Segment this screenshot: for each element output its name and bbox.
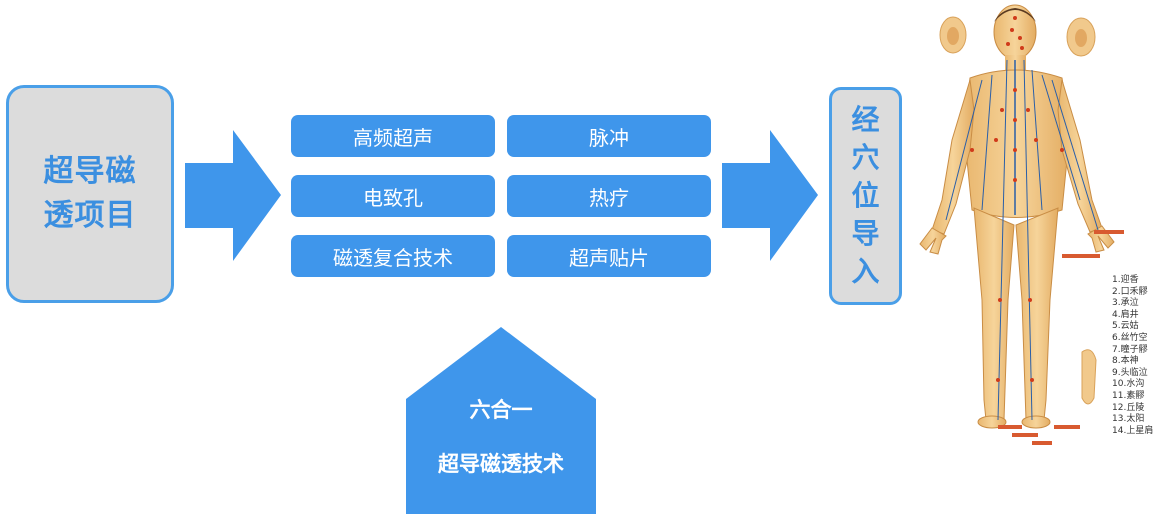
legend-item: 12.丘陵 bbox=[1112, 402, 1145, 413]
right-arrow-icon bbox=[185, 130, 281, 261]
combined-line-1: 六合一 bbox=[469, 398, 533, 422]
acupuncture-body-figure bbox=[919, 4, 1124, 445]
technique-item: 电致孔 bbox=[291, 175, 495, 217]
legend-item: 13.太阳 bbox=[1112, 414, 1145, 425]
legend-item: 5.云姑 bbox=[1112, 321, 1139, 332]
right-arrow-icon bbox=[722, 130, 818, 261]
legend-item: 1.迎香 bbox=[1112, 275, 1139, 285]
legend-item: 3.承泣 bbox=[1112, 298, 1139, 309]
legend-item: 8.本神 bbox=[1112, 356, 1139, 367]
target-box: 经穴位导入 bbox=[829, 87, 902, 305]
legend-item: 9.头临泣 bbox=[1112, 367, 1148, 378]
technique-item: 超声贴片 bbox=[507, 235, 711, 277]
target-label: 经穴位导入 bbox=[851, 103, 880, 288]
combined-line-2: 超导磁透技术 bbox=[438, 452, 564, 476]
combined-tech-text: 六合一 超导磁透技术 bbox=[406, 395, 596, 479]
technique-grid: 高频超声 脉冲 电致孔 热疗 磁透复合技术 超声贴片 bbox=[291, 115, 711, 277]
ear-icon bbox=[939, 16, 967, 54]
legend-item: 2.口禾髎 bbox=[1112, 286, 1148, 297]
technique-item: 磁透复合技术 bbox=[291, 235, 495, 277]
project-title-line-1: 超导磁 bbox=[43, 154, 137, 189]
legend-item: 14.上星肩 bbox=[1112, 425, 1153, 436]
technique-item: 热疗 bbox=[507, 175, 711, 217]
technique-item: 脉冲 bbox=[507, 115, 711, 157]
legend-item: 10.水沟 bbox=[1112, 379, 1145, 390]
ear-icon bbox=[1066, 17, 1096, 57]
technique-item: 高频超声 bbox=[291, 115, 495, 157]
legend-item: 7.瞳子髎 bbox=[1112, 344, 1148, 355]
legend-item: 6.丝竹空 bbox=[1112, 332, 1148, 343]
project-title-line-2: 透项目 bbox=[43, 198, 137, 233]
combined-tech-house-shape bbox=[406, 327, 596, 514]
legend-item: 11.素髎 bbox=[1112, 390, 1145, 401]
legend-item: 4.肩井 bbox=[1112, 309, 1139, 320]
acupoint-legend: 1.迎香 2.口禾髎 3.承泣 4.肩井 5.云姑 6.丝竹空 7.瞳子髎 8.… bbox=[1112, 275, 1153, 437]
project-box: 超导磁 透项目 bbox=[6, 85, 174, 303]
